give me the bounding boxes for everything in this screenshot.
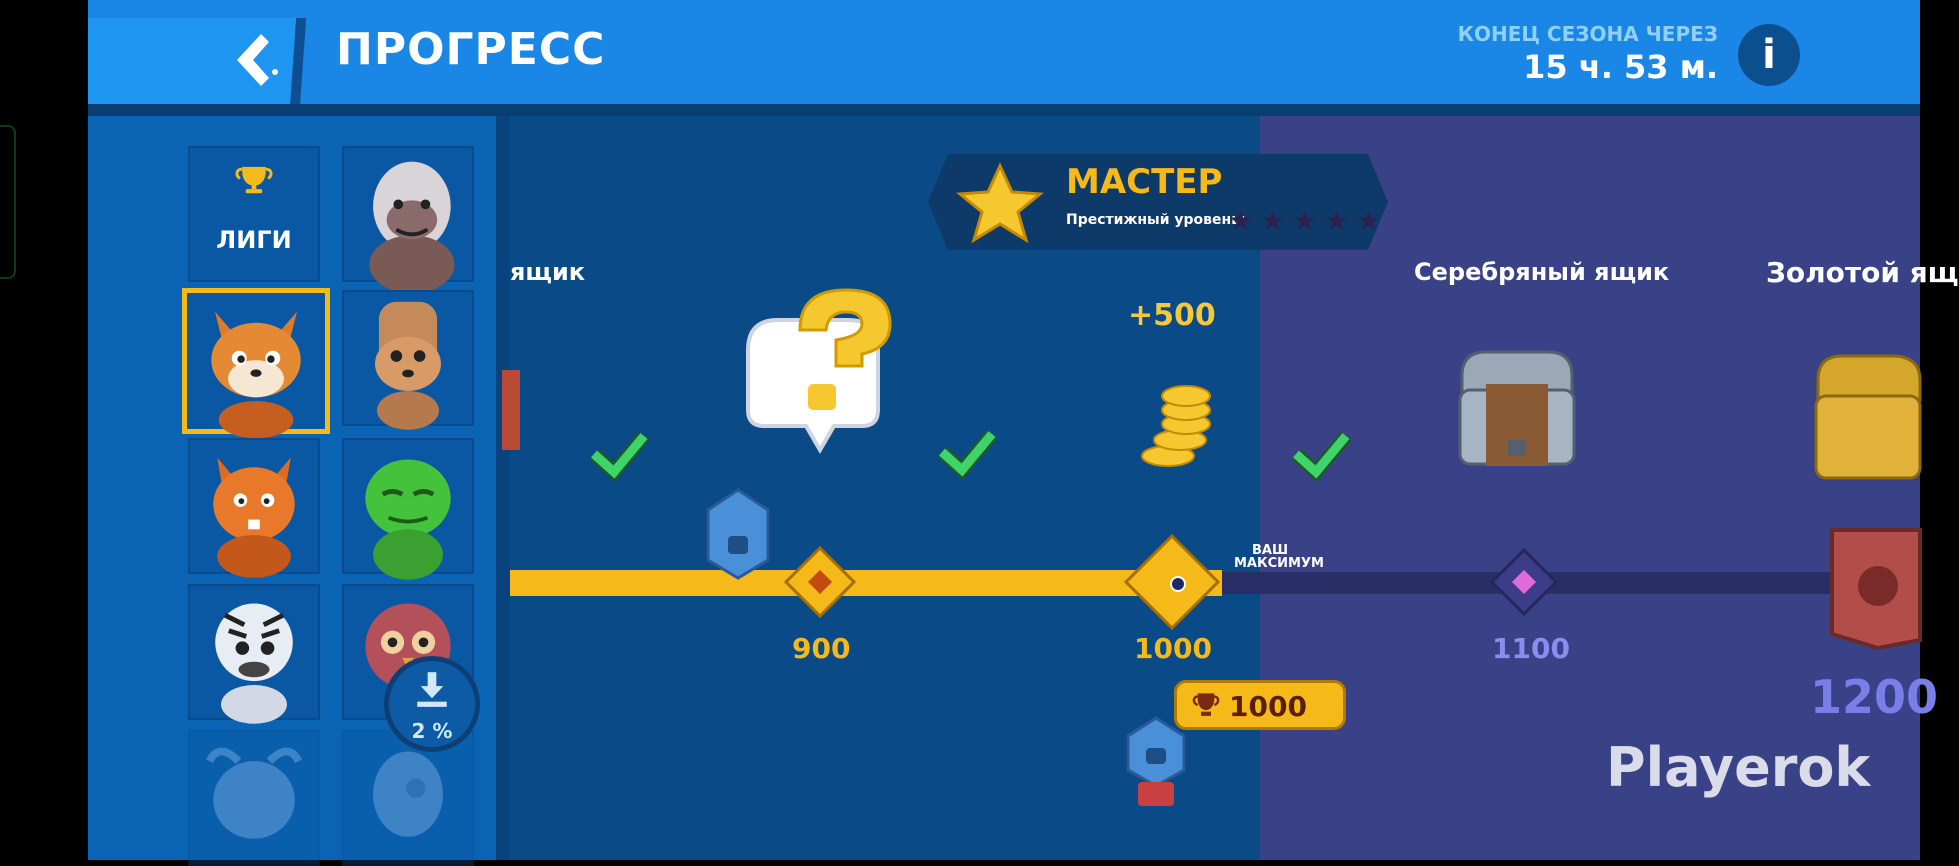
league-shield-icon bbox=[1830, 528, 1922, 651]
prestige-star-icon: ★ bbox=[1260, 204, 1286, 237]
back-panel bbox=[88, 18, 300, 104]
fox-avatar bbox=[211, 311, 301, 439]
league-title: МАСТЕР bbox=[1066, 162, 1223, 202]
level-number-1200: 1200 bbox=[1810, 670, 1939, 724]
watermark: Playerok bbox=[1606, 736, 1871, 799]
reward-title-silver: Серебряный ящик bbox=[1414, 258, 1670, 286]
character-tile-gorilla[interactable] bbox=[342, 146, 474, 294]
reward-title-gold: Золотой ящ bbox=[1766, 256, 1959, 289]
trophy-count-value: 1000 bbox=[1229, 690, 1307, 723]
season-timer: 15 ч. 53 м. bbox=[1523, 48, 1718, 86]
ghost-avatar bbox=[373, 751, 443, 837]
download-icon bbox=[417, 672, 447, 707]
gorilla-avatar bbox=[369, 161, 455, 294]
trophy-count-badge[interactable]: 1000 bbox=[1174, 680, 1346, 730]
prestige-label: Престижный уровень: bbox=[1066, 212, 1246, 228]
coin-reward-amount: +500 bbox=[1128, 298, 1216, 333]
trophy-icon bbox=[235, 166, 273, 194]
level-number-1100: 1100 bbox=[1492, 632, 1570, 665]
leagues-tab[interactable]: ЛИГИ bbox=[188, 146, 320, 282]
prestige-star-icon: ★ bbox=[1324, 204, 1350, 237]
game-screen: ПРОГРЕСС КОНЕЦ СЕЗОНА ЧЕРЕЗ 15 ч. 53 м. … bbox=[88, 0, 1959, 866]
page-title: ПРОГРЕСС bbox=[336, 24, 606, 75]
level-node-900 bbox=[783, 545, 857, 619]
level-node-1100 bbox=[1489, 547, 1559, 617]
current-marker-icon bbox=[1126, 716, 1186, 806]
level-number-900: 900 bbox=[792, 632, 851, 665]
squirrel-avatar bbox=[213, 457, 295, 578]
your-max-label: ВАШ МАКСИМУМ bbox=[1234, 543, 1324, 571]
frog-avatar bbox=[365, 459, 451, 580]
kangaroo-avatar bbox=[375, 301, 441, 430]
prestige-star-icon: ★ bbox=[1228, 204, 1254, 237]
character-tile-buffalo[interactable] bbox=[188, 730, 320, 866]
buffalo-avatar bbox=[205, 747, 303, 839]
top-bar bbox=[88, 0, 1920, 108]
level-node-1000 bbox=[1123, 533, 1221, 631]
header-shadow bbox=[88, 104, 1920, 116]
character-tile-kangaroo[interactable] bbox=[342, 290, 474, 430]
back-arrow-icon bbox=[237, 34, 278, 86]
season-end-label: КОНЕЦ СЕЗОНА ЧЕРЕЗ bbox=[1457, 22, 1718, 46]
progress-track bbox=[510, 488, 1922, 806]
info-button[interactable]: i bbox=[1738, 24, 1800, 86]
prestige-star-icon: ★ bbox=[1356, 204, 1382, 237]
league-banner bbox=[928, 154, 1388, 250]
trophy-icon bbox=[1192, 693, 1220, 716]
level-number-1000: 1000 bbox=[1134, 632, 1212, 665]
prestige-star-icon: ★ bbox=[1292, 204, 1318, 237]
character-tile-frog[interactable] bbox=[342, 438, 474, 580]
character-tile-ghost[interactable] bbox=[342, 730, 474, 866]
leagues-label: ЛИГИ bbox=[216, 226, 292, 254]
reward-title-0: ящик bbox=[510, 258, 586, 286]
sidebar-edge bbox=[496, 116, 510, 860]
character-tile-fox[interactable] bbox=[182, 288, 330, 439]
zebra-avatar bbox=[215, 603, 293, 724]
info-icon: i bbox=[1762, 32, 1776, 78]
master-star-icon bbox=[956, 162, 1044, 244]
character-tile-squirrel[interactable] bbox=[188, 438, 320, 578]
character-tile-zebra[interactable] bbox=[188, 584, 320, 724]
download-percent: 2 % bbox=[411, 719, 453, 743]
download-button[interactable]: 2 % bbox=[384, 656, 480, 752]
player-marker-icon bbox=[706, 488, 770, 580]
device-edge bbox=[0, 125, 16, 279]
back-button[interactable] bbox=[223, 28, 283, 92]
